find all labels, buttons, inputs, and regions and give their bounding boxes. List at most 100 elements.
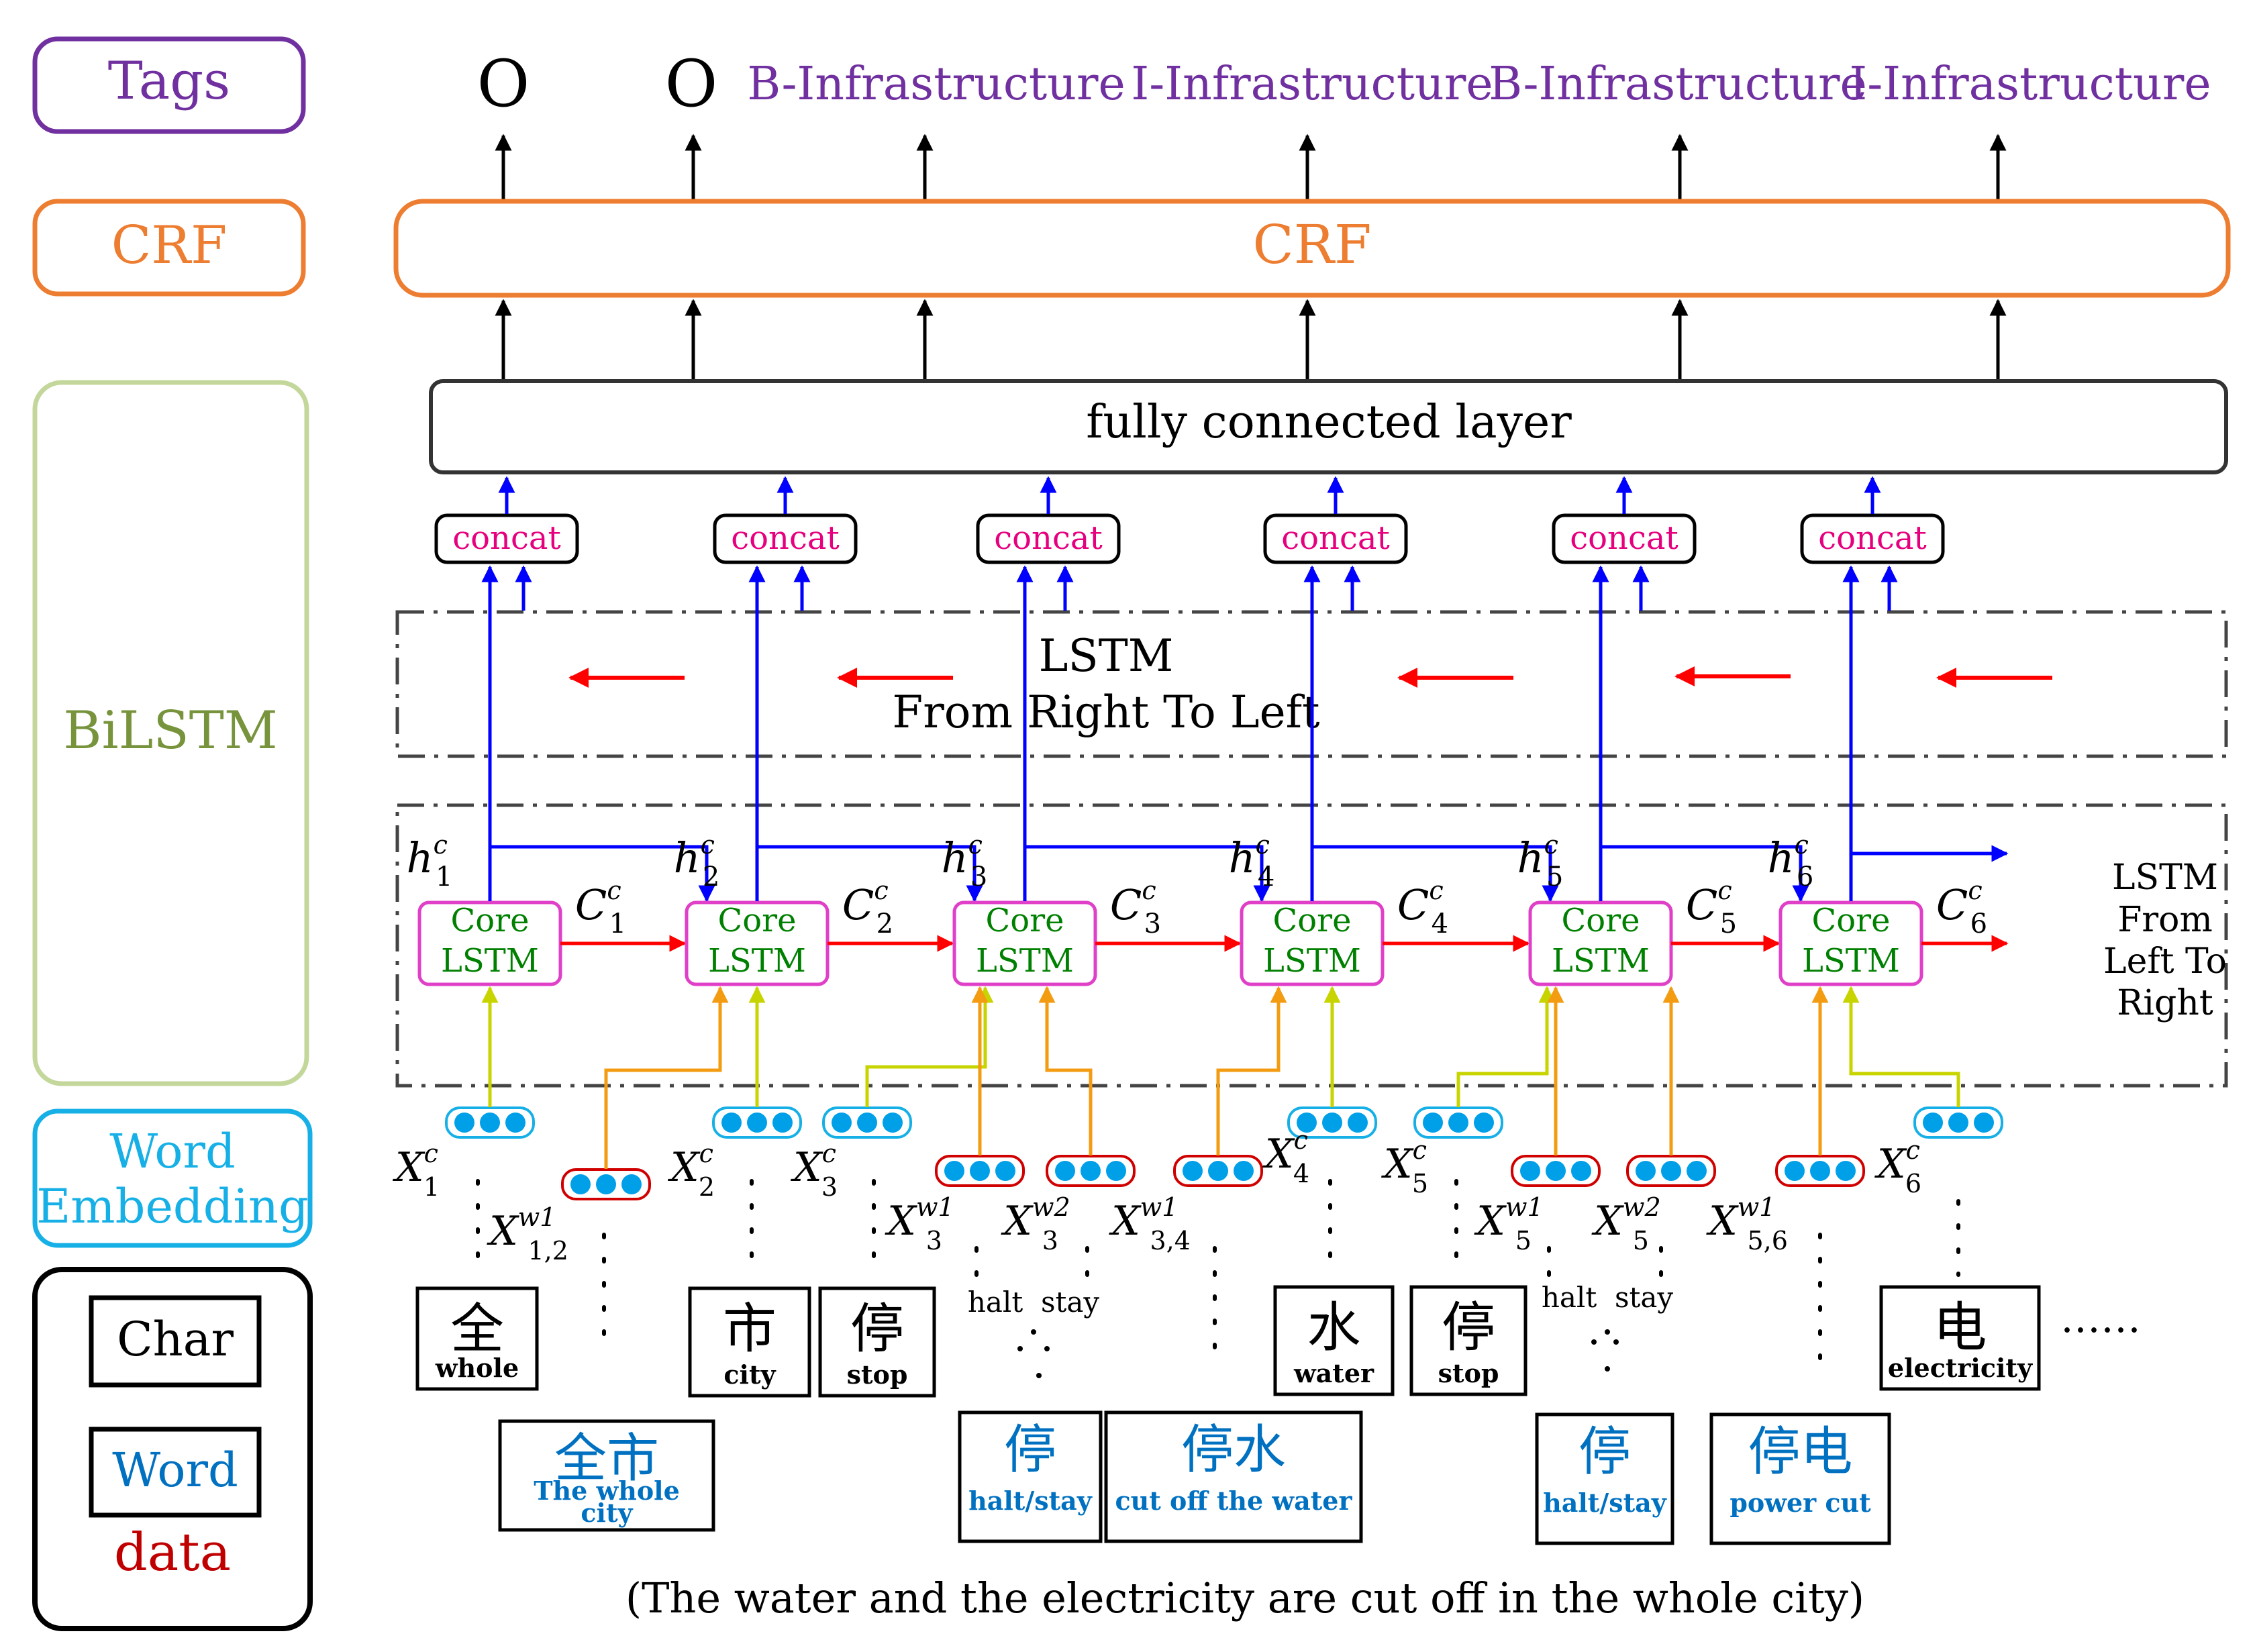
embedding-dot [1923,1113,1943,1133]
word-chinese: 停 [1578,1422,1631,1482]
embedding-dot [1636,1161,1656,1181]
word-chinese: 停水 [1181,1420,1286,1480]
char-box [1879,1285,2041,1391]
word-input-arrow [1216,986,1287,1155]
concat-label: concat [452,519,560,557]
legend-data-label: data [114,1522,231,1583]
legend-word-box [89,1427,262,1518]
core-lstm-line2: LSTM [1802,942,1900,980]
char-chinese: 电 [1934,1296,1987,1359]
embedding-dot [883,1113,903,1133]
dot-marker [1017,1346,1023,1351]
embedding-dot [1055,1161,1075,1181]
embedding-dot [1106,1161,1126,1181]
tag-label: O [477,46,530,121]
caption: (The water and the electricity are cut o… [625,1573,1864,1622]
embedding-dot [1183,1161,1203,1181]
char-box [1273,1285,1395,1396]
concat-label: concat [1818,519,1926,557]
embedding-dot [970,1161,990,1181]
embedding-dot [1423,1113,1443,1133]
embedding-dot [1348,1113,1368,1133]
char-chinese: 停 [850,1298,904,1360]
embeddings [445,986,2003,1200]
hidden-state-forward-arrow [757,845,983,902]
hidden-state-forward-arrow [490,845,715,902]
embedding-dot [1974,1113,1994,1133]
dot-marker [1036,1373,1042,1378]
char-chinese: 水 [1307,1296,1361,1359]
legend-tags-label: Tags [108,51,230,111]
embedding-dot [747,1113,767,1133]
dot-marker [1031,1329,1036,1335]
ellipsis: …… [2060,1295,2141,1342]
char-chinese: 全 [450,1298,504,1360]
char-english: whole [435,1353,519,1383]
word-chinese: 停 [1004,1420,1056,1480]
embedding-dot [1687,1161,1707,1181]
embedding-dot [1474,1113,1494,1133]
embedding-dot [721,1113,742,1133]
embedding-dot [995,1161,1015,1181]
core-lstm-line2: LSTM [708,942,806,980]
legend-char-box [89,1295,262,1388]
core-lstm-line2: LSTM [1552,942,1650,980]
legend-crf-box [32,199,306,297]
dot-marker [1605,1366,1610,1372]
word-english: halt/stay [1543,1488,1667,1518]
embedding-dot [1661,1161,1681,1181]
legend-bilstm-label: BiLSTM [63,701,277,761]
crf-layer-label: CRF [1253,213,1372,276]
dot-marker [1044,1346,1050,1351]
core-lstm-line1: Core [1273,902,1352,939]
word-english: halt/stay [968,1486,1093,1516]
embedding-dot [1234,1161,1254,1181]
lstm-ltr-label-line3: Left To [2103,941,2227,982]
legend-char-label: Char [117,1312,234,1367]
embedding-dot [857,1113,877,1133]
embedding-dot [1948,1113,1968,1133]
word-box [1709,1412,1891,1545]
embedding-dot [1322,1113,1342,1133]
embedding-dot [832,1113,852,1133]
concat-box [434,513,579,564]
rtl-arrows [568,666,2052,688]
tag-label: B-Infrastructure [1489,58,1867,111]
core-lstm-line2: LSTM [1263,942,1361,980]
core-lstm-line1: Core [986,902,1064,939]
core-lstm-line1: Core [718,902,797,939]
embedding-dot [1520,1161,1540,1181]
tag-label: O [665,46,718,121]
core-lstm-line1: Core [451,902,530,939]
tag-label: I-Infrastructure [1131,58,1493,111]
halt-stay-label-1: halt stay [968,1286,1100,1319]
legend-word-label: Word [112,1443,238,1498]
concat-box [1800,513,1945,564]
char-box [818,1286,936,1398]
legend-crf-label: CRF [111,215,228,276]
concat-label: concat [731,519,839,557]
concat-box [1263,513,1408,564]
embedding-dot [1081,1161,1101,1181]
char-chinese: 停 [1442,1296,1495,1359]
embedding-dot [570,1174,591,1194]
embedding-dot [1448,1113,1468,1133]
halt-stay-label-2: halt stay [1542,1281,1674,1314]
char-box [1409,1285,1527,1396]
embedding-dot [1546,1161,1566,1181]
tag-label: B-Infrastructure [747,58,1125,111]
